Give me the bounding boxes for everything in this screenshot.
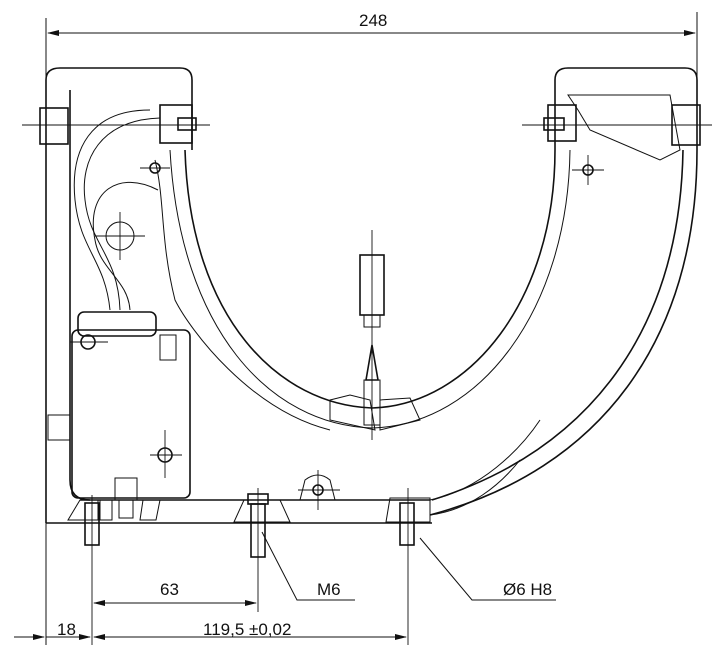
leaders <box>261 531 556 601</box>
ignition-electrode <box>359 230 385 440</box>
callout-pin-hole: Ø6 H8 <box>503 580 553 599</box>
locating-pins <box>84 488 415 645</box>
clamp-left <box>22 104 210 145</box>
center-bracket <box>298 470 340 510</box>
valve-block <box>70 311 191 519</box>
dimension-label-pin-spacing: 119,5 ±0,02 <box>203 620 292 639</box>
dimension-label-63: 63 <box>160 580 179 599</box>
bottom-dimensions <box>14 600 407 640</box>
dimension-248 <box>45 12 698 645</box>
dimension-label-248: 248 <box>359 11 388 30</box>
u-arm <box>169 67 698 516</box>
gas-pipes <box>73 109 604 431</box>
clamp-right <box>522 104 712 146</box>
callout-thread: M6 <box>317 580 341 599</box>
dimension-label-18: 18 <box>57 620 76 639</box>
base-plate <box>45 67 432 524</box>
